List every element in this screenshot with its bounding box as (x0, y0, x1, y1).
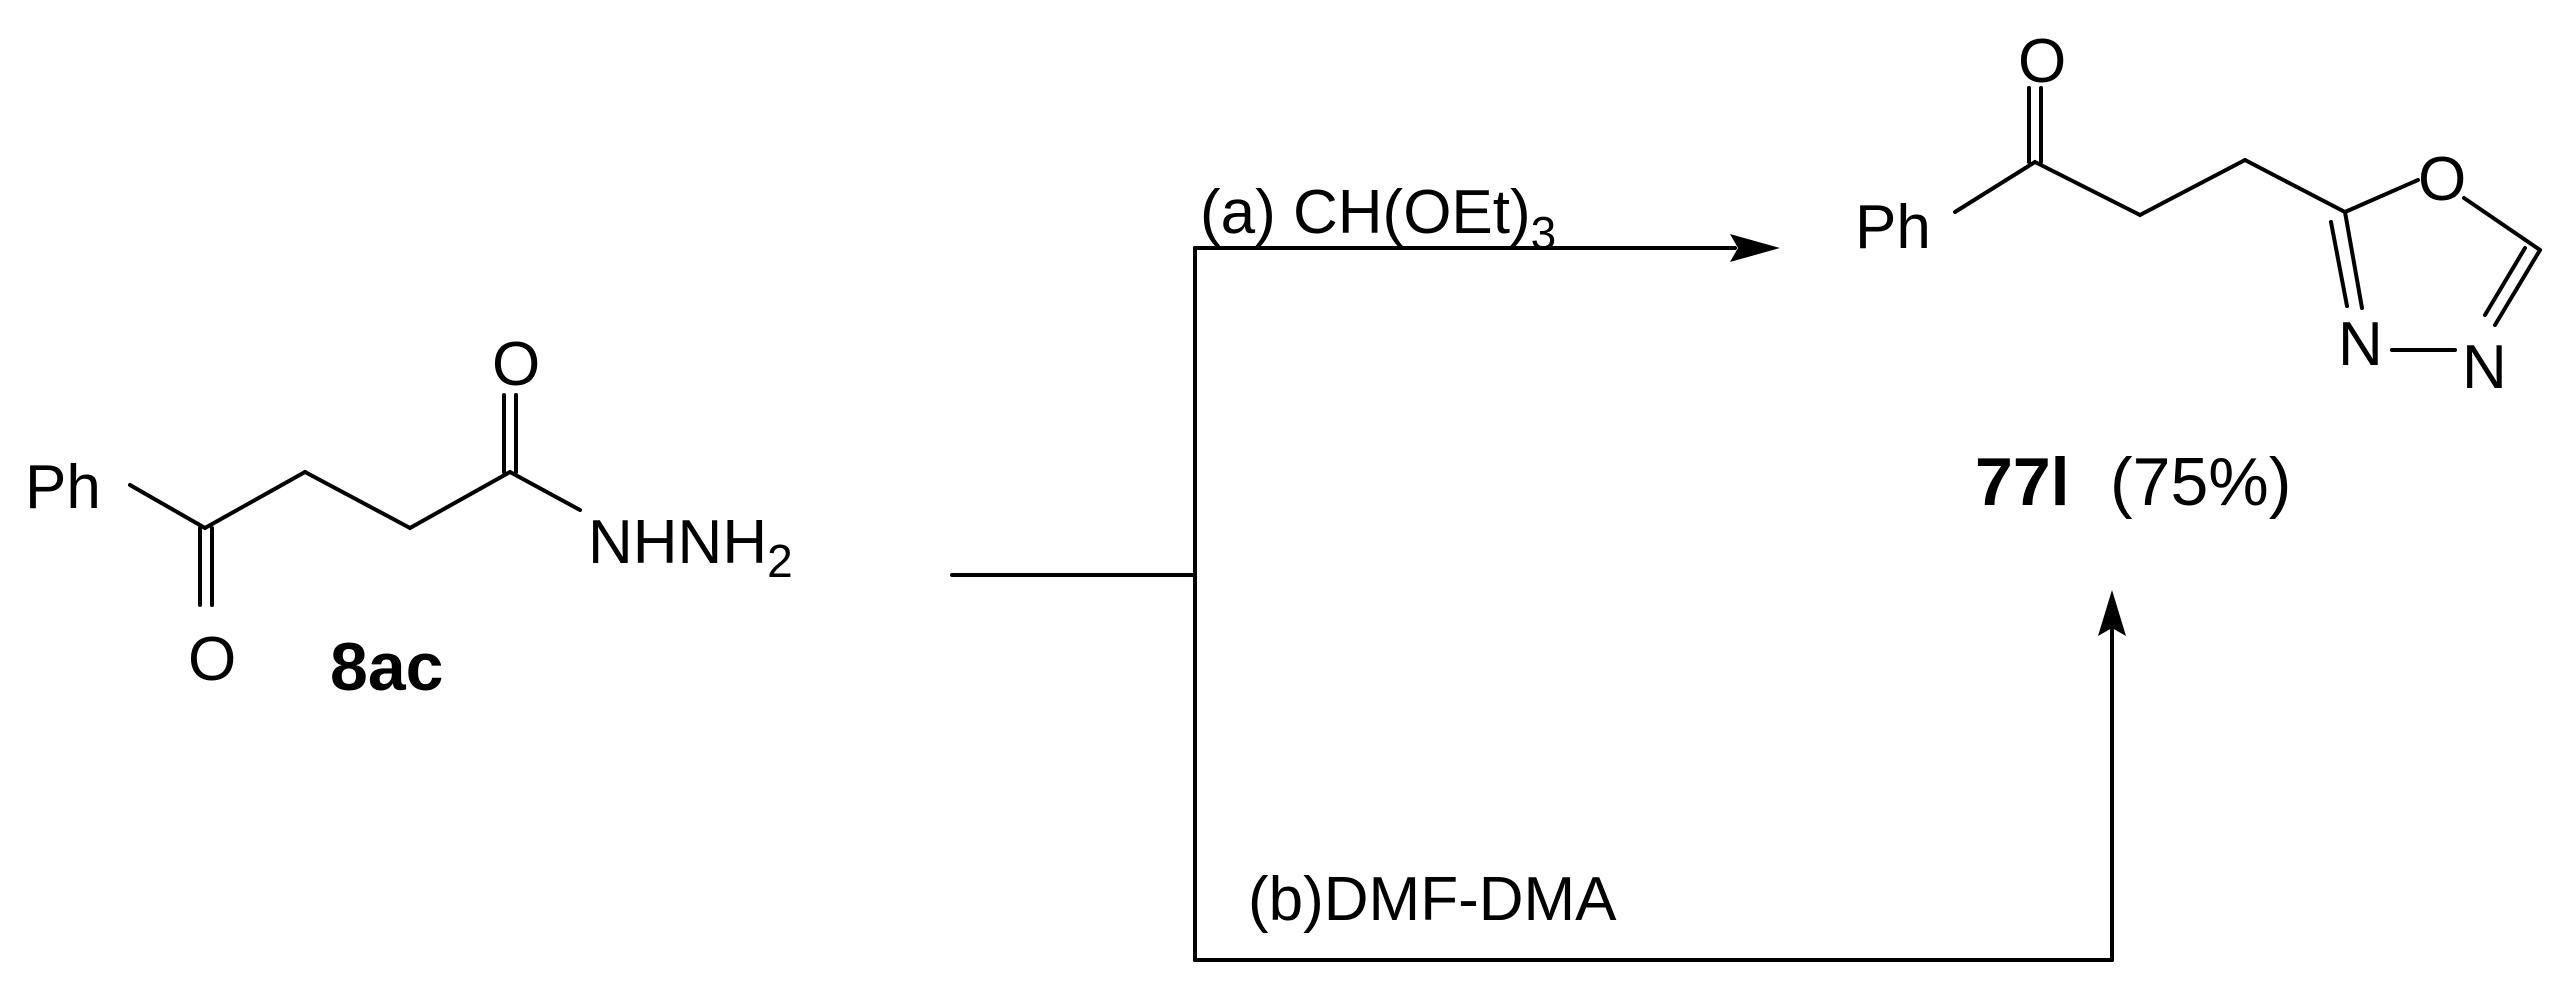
phenyl-label: Ph (25, 453, 101, 522)
product-bond-c3-c4 (2243, 158, 2347, 214)
bond-c4-n (508, 470, 582, 512)
bond-c3-c4 (408, 470, 512, 530)
ketone-oxygen: O (188, 625, 236, 694)
product-77l: Ph O O N N 77l (75%) (1855, 27, 2542, 520)
ring-oxygen: O (2418, 145, 2466, 214)
route-b-arrowhead (2098, 590, 2126, 636)
product-bond-ph-c1 (1953, 160, 2037, 214)
ring-bond-c5-n4-a (2493, 248, 2542, 327)
route-b-condition: (b)DMF-DMA (1248, 865, 1617, 934)
product-bond-c2-c3 (2138, 158, 2247, 217)
compound-label-77l: 77l (1975, 444, 2070, 520)
ring-bond-c5-n4-b (2483, 246, 2527, 317)
product-phenyl-label: Ph (1855, 193, 1931, 262)
route-a-arrowhead (1730, 234, 1780, 262)
ring-nitrogen-3: N (2338, 310, 2383, 379)
ring-bond-c2-o (2343, 178, 2420, 214)
route-a-text: (a) CH(OEt) (1200, 178, 1531, 247)
route-a-subscript: 3 (1531, 207, 1557, 259)
amide-oxygen: O (492, 330, 540, 399)
route-a-condition: (a) CH(OEt)3 (1200, 178, 1556, 259)
product-ketone-oxygen: O (2018, 27, 2066, 96)
starting-material-8ac: Ph O O NHNH2 8ac (25, 330, 793, 705)
bond-ph-c1 (128, 483, 207, 530)
product-yield: (75%) (2110, 444, 2291, 520)
ring-bond-o-c5 (2462, 196, 2542, 252)
product-bond-c1-c2 (2033, 160, 2142, 217)
ring-nitrogen-4: N (2462, 333, 2507, 402)
bond-c2-c3 (303, 470, 412, 530)
hydrazide-text: NHNH (588, 508, 767, 577)
ring-bond-c2-n3-a (2343, 210, 2364, 310)
hydrazide-group: NHNH2 (588, 508, 793, 587)
bond-c1-c2 (203, 470, 307, 530)
reaction-arrows (950, 234, 2126, 962)
compound-label-8ac: 8ac (330, 629, 443, 705)
hydrazide-subscript: 2 (767, 535, 793, 587)
ring-bond-c2-n3-b (2329, 220, 2349, 308)
